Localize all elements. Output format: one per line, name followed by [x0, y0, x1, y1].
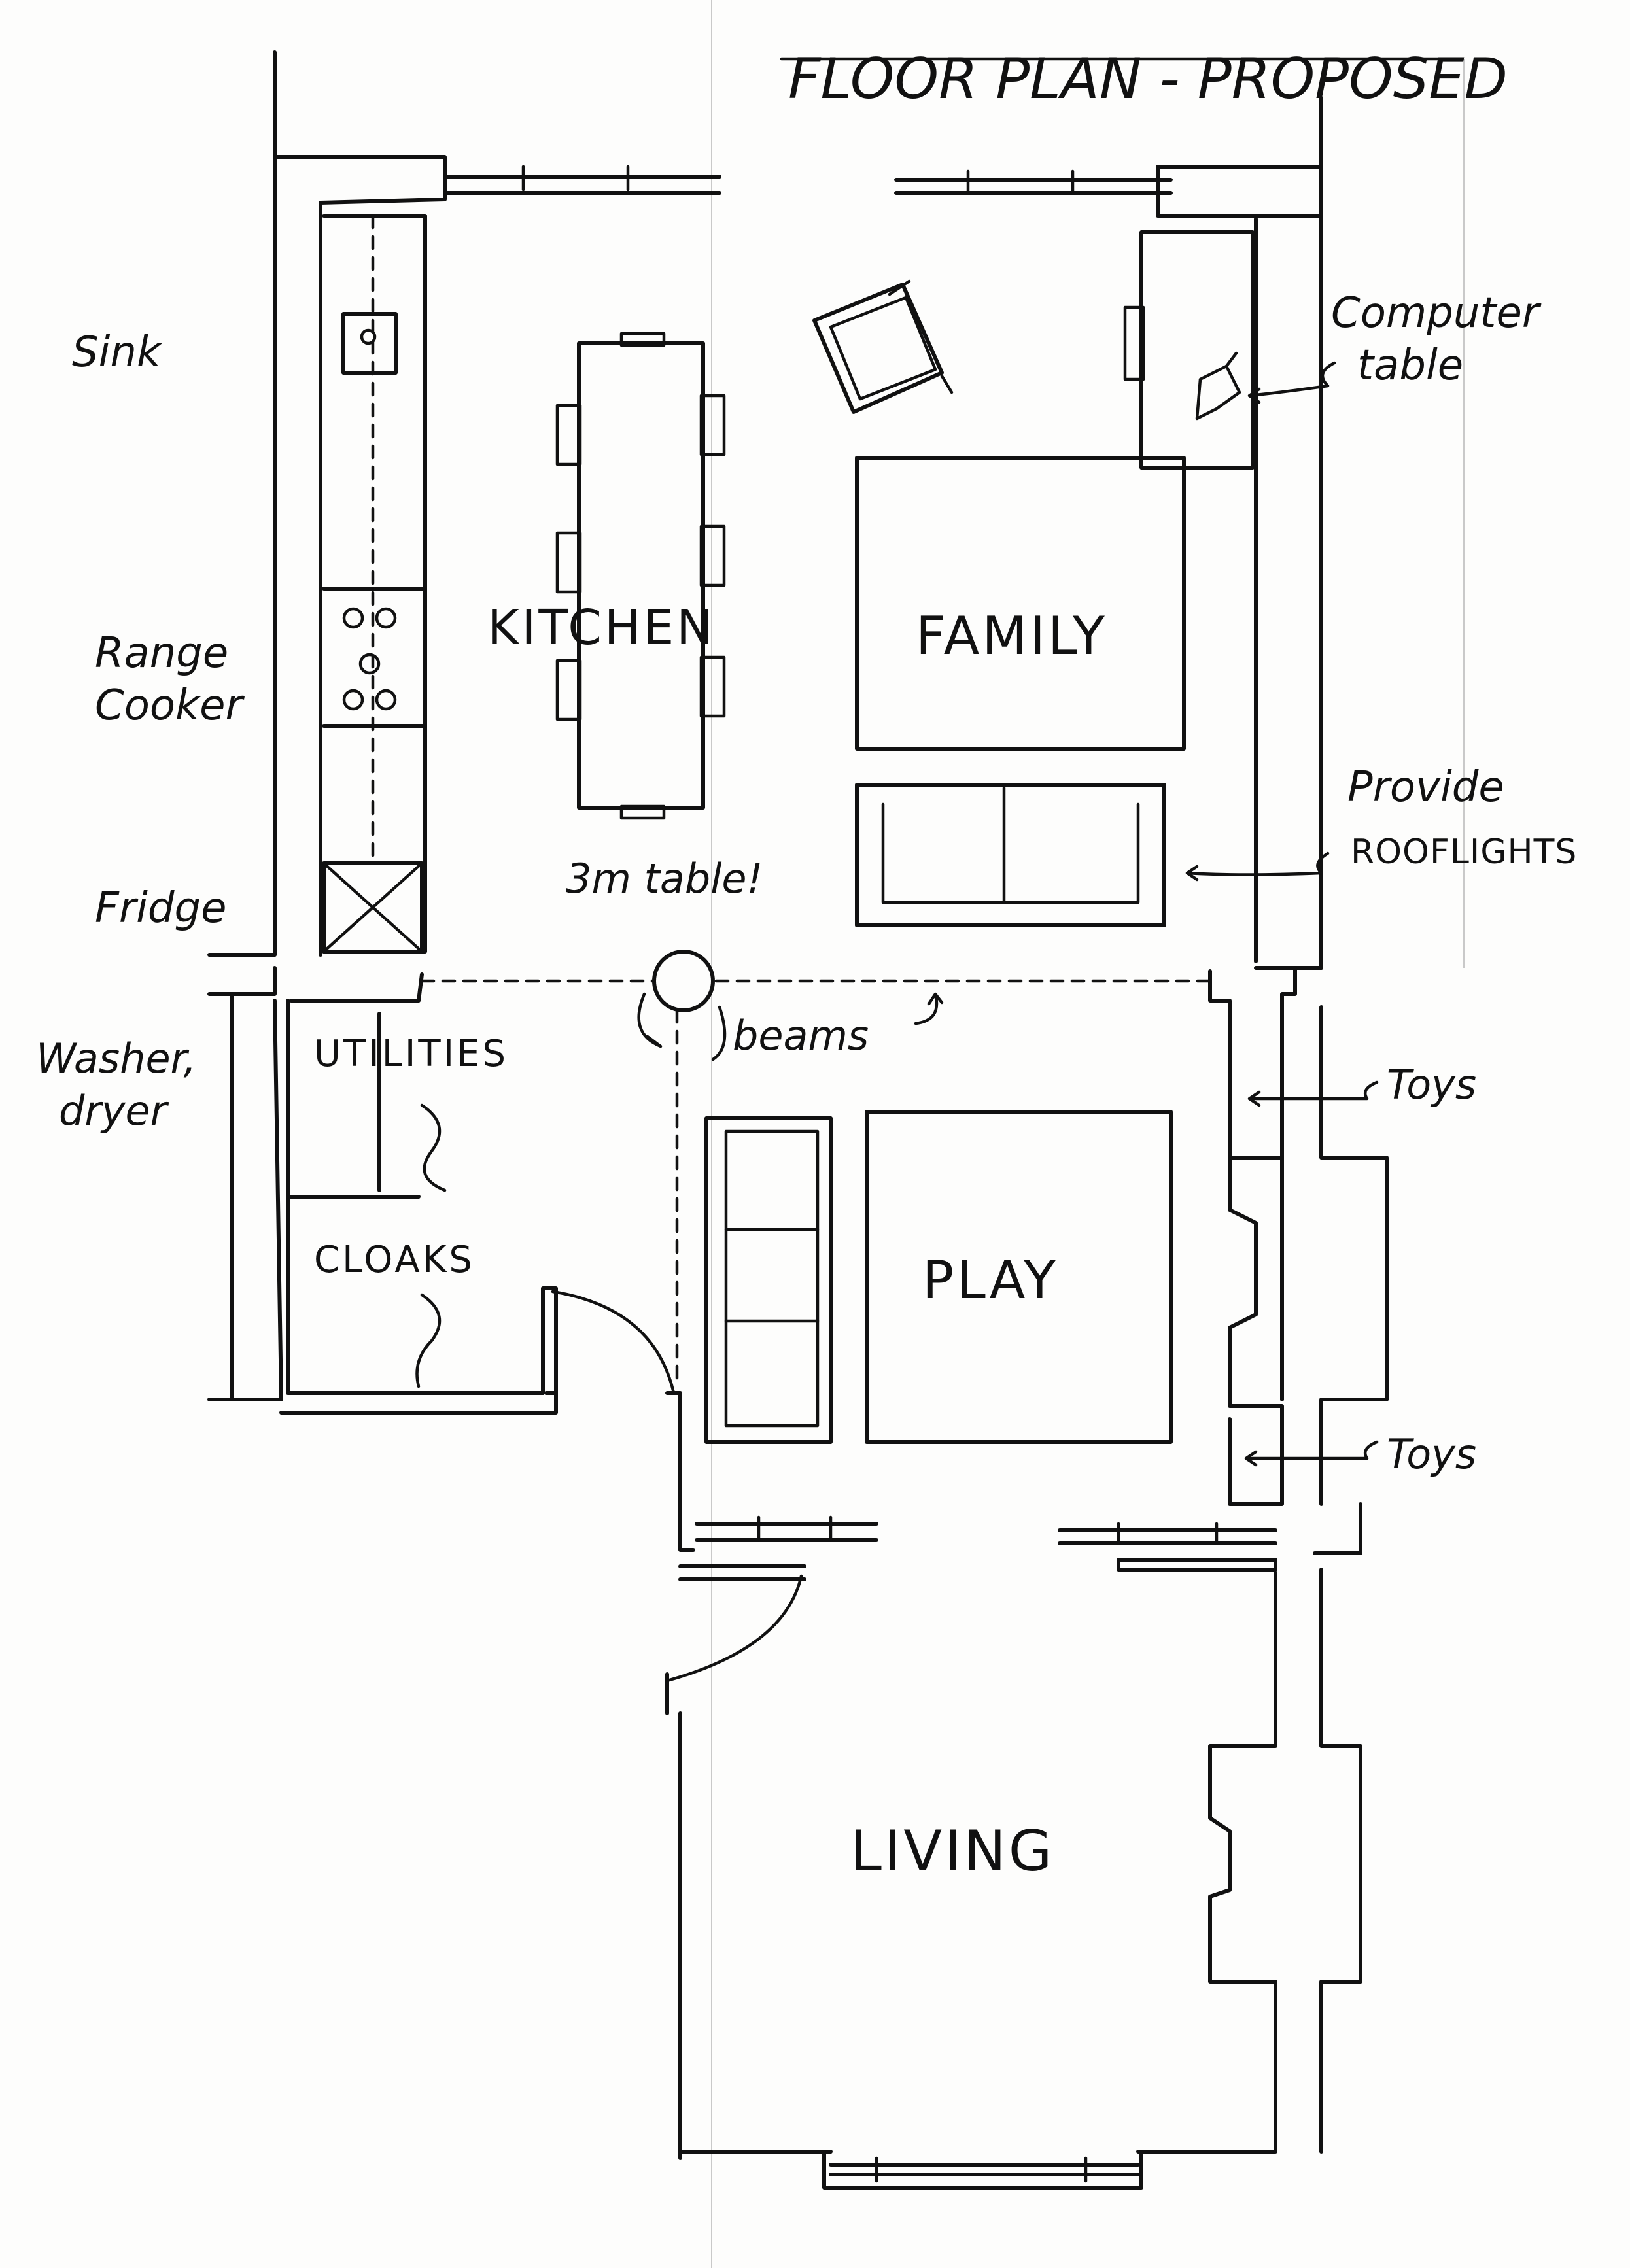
computer-table-arrow-icon [1247, 361, 1336, 404]
label-toys-lower: Toys [1387, 1430, 1476, 1478]
utility-door-icon [420, 1103, 447, 1192]
play-walls [1208, 966, 1389, 1506]
hall-door-icon [551, 1290, 676, 1395]
label-3m-table: 3m table! [566, 855, 763, 902]
plan-title: FLOOR PLAN - PROPOSED [788, 46, 1508, 112]
armchair [812, 279, 954, 414]
room-label-cloaks: CLOAKS [314, 1239, 475, 1281]
utility-cloak-walls [207, 966, 695, 1552]
label-table: table [1357, 341, 1463, 390]
beam-arrow-icon [637, 992, 663, 1048]
fridge-icon [322, 861, 424, 954]
label-washer: Washer, [36, 1035, 196, 1082]
rooflights-arrow-icon [1185, 851, 1330, 882]
label-rooflights: ROOFLIGHTS [1351, 833, 1577, 872]
living-walls [665, 1568, 1362, 2190]
family-rug [855, 456, 1186, 751]
toys-upper-arrow-icon [1247, 1080, 1379, 1107]
range-cooker-icon [322, 587, 427, 728]
label-cooker: Cooker [95, 681, 245, 730]
room-label-family: FAMILY [916, 606, 1107, 666]
sofa [855, 783, 1166, 927]
label-toys-upper: Toys [1387, 1061, 1476, 1108]
room-label-play: PLAY [922, 1250, 1058, 1311]
label-beams: beams [733, 1012, 869, 1059]
sink-icon [341, 312, 398, 375]
outer-walls [207, 50, 1323, 970]
label-range: Range [95, 629, 228, 678]
label-fridge: Fridge [95, 884, 227, 933]
play-rug [865, 1110, 1173, 1444]
computer-desk [1123, 230, 1255, 470]
label-dryer: dryer [59, 1087, 169, 1135]
label-provide: Provide [1347, 763, 1504, 812]
room-label-utilities: UTILITIES [314, 1033, 508, 1075]
play-shelving [704, 1116, 833, 1444]
cloaks-door-icon [415, 1293, 442, 1388]
room-label-living: LIVING [850, 1819, 1054, 1884]
living-door-icon [665, 1574, 803, 1683]
toys-lower-arrow-icon [1244, 1440, 1379, 1467]
beam-arrow-icon [914, 992, 944, 1025]
kitchen-worktop [322, 214, 427, 954]
room-label-kitchen: KITCHEN [487, 600, 716, 656]
play-living-windows [678, 1502, 1362, 1581]
dining-table [555, 332, 726, 820]
label-computer: Computer [1331, 289, 1542, 337]
label-sink: Sink [72, 328, 163, 377]
column-icon [652, 950, 715, 1012]
beams [420, 950, 1212, 1388]
